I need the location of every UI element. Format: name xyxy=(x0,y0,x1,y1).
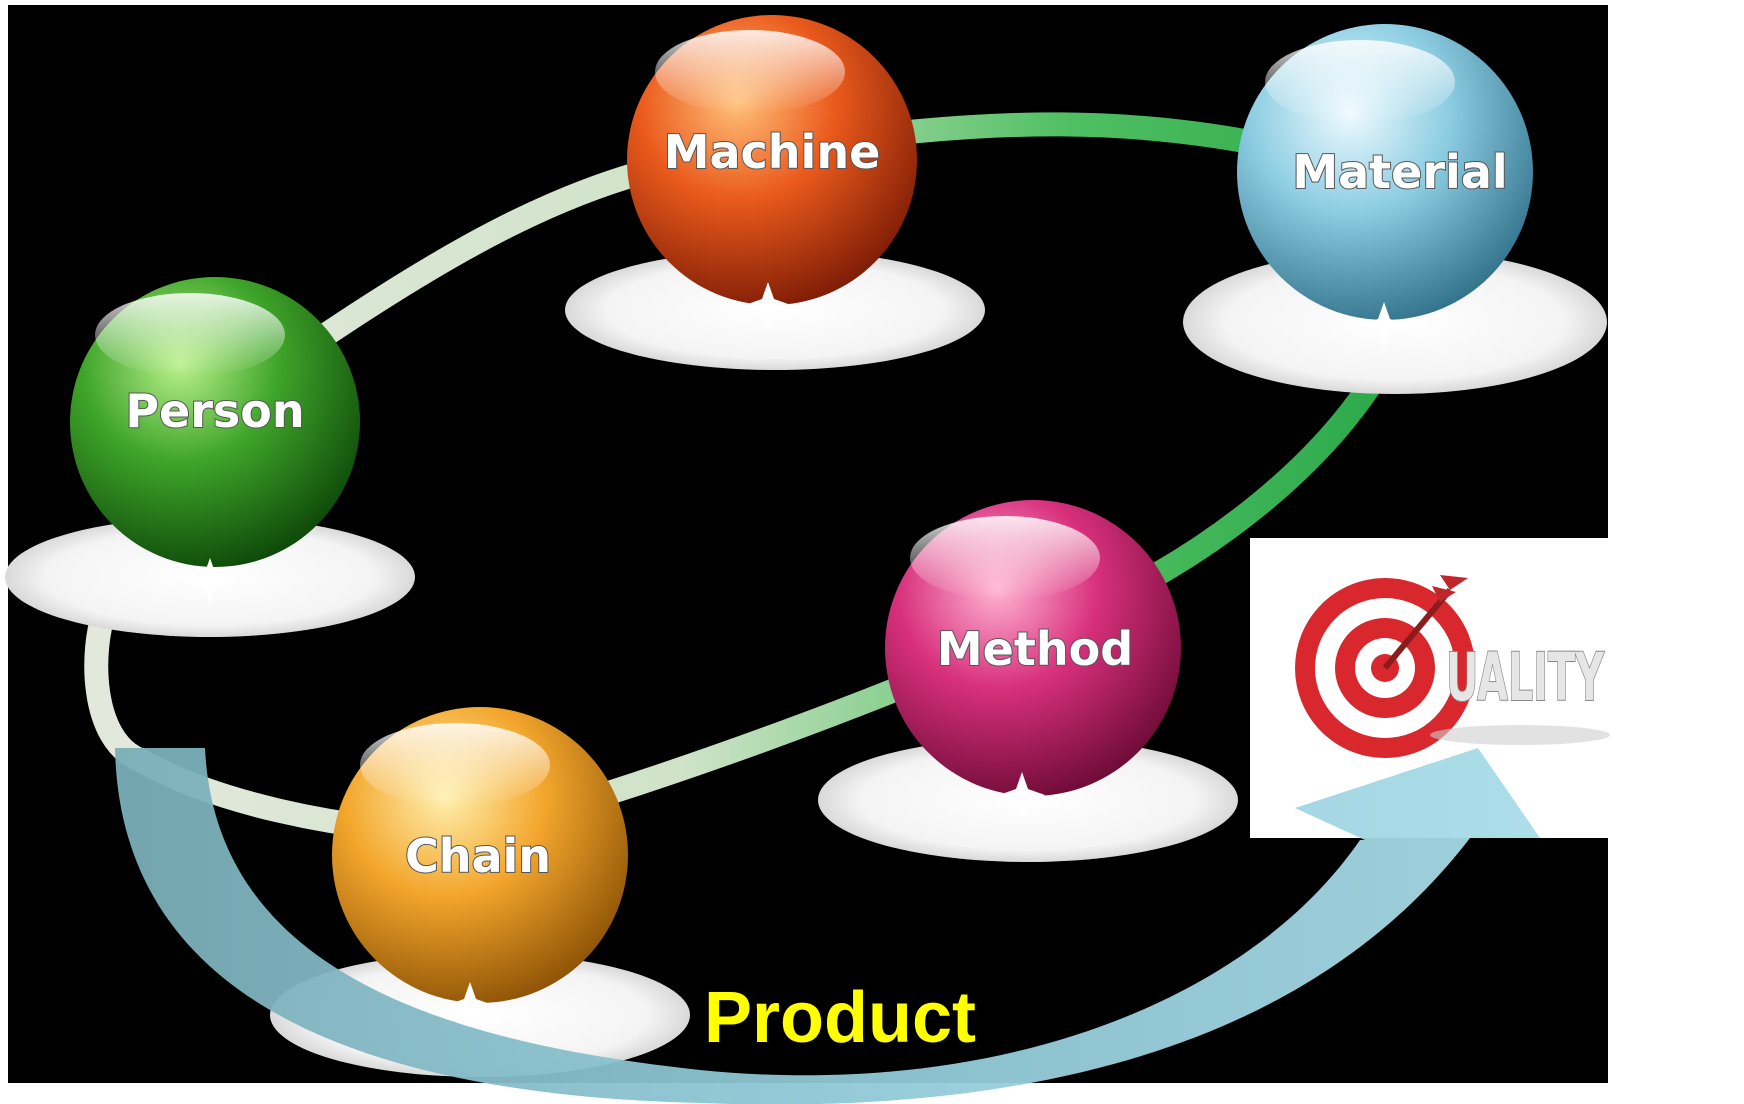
node-label-person: Person xyxy=(125,384,304,438)
node-material: Material xyxy=(1237,24,1533,320)
node-machine: Machine xyxy=(627,15,917,305)
quality-logo-text: UALITY xyxy=(1446,639,1605,716)
node-label-method: Method xyxy=(937,622,1133,676)
sparkle-icons xyxy=(187,282,1407,1028)
node-label-machine: Machine xyxy=(664,125,881,179)
flow-arrow xyxy=(115,748,1540,1104)
product-label: Product xyxy=(704,978,976,1058)
node-person: Person xyxy=(70,277,360,567)
node-label-chain: Chain xyxy=(405,829,551,883)
node-chain: Chain xyxy=(332,707,628,1003)
node-method: Method xyxy=(885,500,1181,796)
target-with-dart-icon xyxy=(1295,575,1475,758)
node-label-material: Material xyxy=(1292,145,1507,199)
